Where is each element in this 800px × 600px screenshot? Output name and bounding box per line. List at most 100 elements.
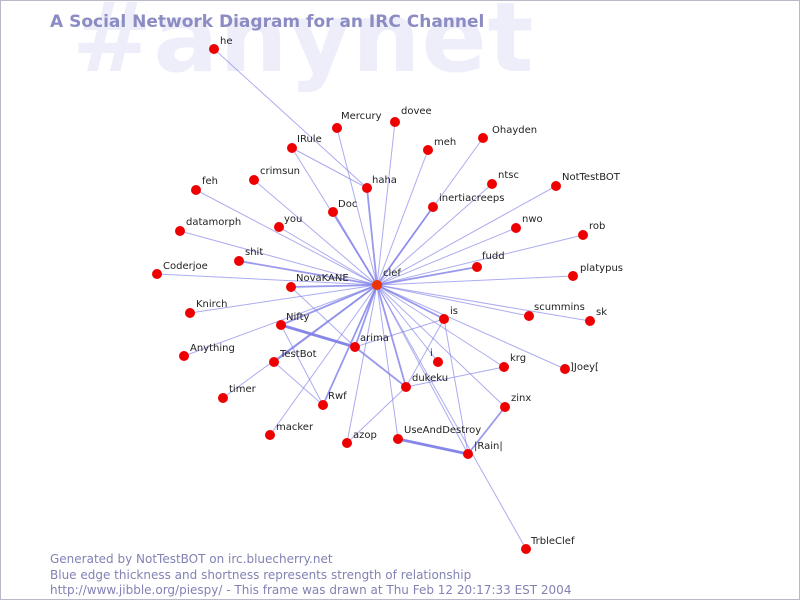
node-label-dukeku: dukeku: [412, 373, 448, 384]
node-UseAndDestroy: UseAndDestroy: [393, 425, 481, 444]
node-label-sk: sk: [596, 307, 607, 318]
edge-he-haha: [213, 48, 368, 189]
node-label-Rain: |Rain|: [474, 441, 503, 452]
node-label-meh: meh: [434, 137, 456, 148]
node-label-rob: rob: [589, 221, 605, 232]
node-label-zinx: zinx: [511, 393, 531, 404]
node-Coderjoe: Coderjoe: [152, 261, 208, 279]
node-dot-TrbleClef: [521, 544, 531, 554]
node-Ohayden: Ohayden: [478, 125, 537, 143]
node-dot-timer: [218, 393, 228, 403]
node-dot-Coderjoe: [152, 269, 162, 279]
node-label-TrbleClef: TrbleClef: [530, 536, 575, 547]
node-dot-scummins: [524, 311, 534, 321]
node-dot-inertiacreeps: [428, 202, 438, 212]
node-dot-Mercury: [332, 123, 342, 133]
node-krg: krg: [499, 353, 526, 372]
edge-dukeku-clef: [376, 284, 407, 388]
node-label-azop: azop: [353, 430, 377, 441]
edge-feh-clef: [195, 189, 378, 286]
edge-macker-clef: [269, 284, 378, 436]
edge-arima-is: [354, 318, 445, 348]
node-label-krg: krg: [510, 353, 526, 364]
node-dot-nwo: [511, 223, 521, 233]
node-dot-Rain: [463, 449, 473, 459]
node-label-Ohayden: Ohayden: [492, 125, 537, 136]
node-dot-azop: [342, 438, 352, 448]
node-fudd: fudd: [472, 251, 505, 272]
node-datamorph: datamorph: [175, 217, 241, 236]
node-nwo: nwo: [511, 214, 543, 233]
node-label-Rwf: Rwf: [328, 391, 347, 402]
edge-Doc-clef: [332, 211, 378, 286]
node-dot-i: [433, 357, 443, 367]
node-label-UseAndDestroy: UseAndDestroy: [404, 425, 481, 436]
node-NovaKANE: NovaKANE: [286, 273, 349, 292]
node-label-platypus: platypus: [580, 263, 623, 274]
diagram-title: A Social Network Diagram for an IRC Chan…: [50, 12, 485, 32]
node-label-Joey: ]Joey[: [570, 362, 599, 373]
node-label-nwo: nwo: [522, 214, 543, 225]
node-Rain: |Rain|: [463, 441, 503, 459]
node-dot-Ohayden: [478, 133, 488, 143]
node-dot-platypus: [568, 271, 578, 281]
node-label-Mercury: Mercury: [341, 111, 382, 122]
edge-Nifty-Rwf: [280, 324, 324, 406]
node-rob: rob: [578, 221, 605, 240]
node-dot-datamorph: [175, 226, 185, 236]
node-dot-Doc: [328, 207, 338, 217]
edge-TestBot-Rwf: [273, 361, 324, 406]
edge-is-clef: [376, 284, 445, 320]
node-NotTestBOT: NotTestBOT: [551, 172, 621, 191]
node-dot-crimsun: [249, 175, 259, 185]
node-dot-Knirch: [185, 308, 195, 318]
edge-TrbleClef-clef: [376, 284, 527, 550]
node-dot-shit: [234, 256, 244, 266]
edge-dukeku-krg: [405, 366, 505, 388]
node-TrbleClef: TrbleClef: [521, 536, 575, 554]
node-label-Knirch: Knirch: [196, 299, 227, 310]
edge-i-clef: [376, 284, 439, 363]
footer-legend: Blue edge thickness and shortness repres…: [50, 568, 472, 582]
edge-zinx-clef: [376, 284, 506, 408]
node-TestBot: TestBot: [269, 349, 317, 367]
node-arima: arima: [350, 333, 389, 352]
edge-platypus-clef: [376, 275, 574, 286]
node-macker: macker: [265, 422, 314, 440]
node-is: is: [439, 306, 458, 324]
node-dot-Joey: [560, 364, 570, 374]
node-crimsun: crimsun: [249, 166, 300, 185]
node-dot-ntsc: [487, 179, 497, 189]
node-label-IRule: IRule: [297, 134, 322, 145]
node-dot-clef: [372, 280, 382, 290]
node-azop: azop: [342, 430, 377, 448]
node-dot-fudd: [472, 262, 482, 272]
node-ntsc: ntsc: [487, 170, 519, 189]
node-label-NotTestBOT: NotTestBOT: [562, 172, 621, 183]
node-label-feh: feh: [202, 176, 218, 187]
node-dot-dovee: [390, 117, 400, 127]
edge-NovaKANE-clef: [290, 284, 378, 288]
edge-Joey-clef: [376, 284, 566, 370]
channel-watermark: #anynet: [72, 0, 535, 94]
node-label-inertiacreeps: inertiacreeps: [439, 193, 504, 204]
node-label-datamorph: datamorph: [186, 217, 241, 228]
edge-shit-clef: [238, 260, 378, 286]
edge-dovee-clef: [376, 121, 396, 286]
node-dot-Nifty: [276, 320, 286, 330]
node-label-is: is: [450, 306, 458, 317]
node-label-you: you: [284, 214, 302, 225]
node-dot-haha: [362, 183, 372, 193]
node-Anything: Anything: [179, 343, 235, 361]
node-dot-zinx: [500, 402, 510, 412]
edge-haha-clef: [366, 187, 378, 286]
node-label-ntsc: ntsc: [498, 170, 519, 181]
edge-crimsun-clef: [253, 179, 378, 286]
node-label-Nifty: Nifty: [286, 312, 310, 323]
node-he: he: [209, 36, 233, 54]
node-label-Anything: Anything: [190, 343, 235, 354]
edge-scummins-clef: [376, 284, 530, 317]
edge-sk-clef: [376, 284, 591, 322]
